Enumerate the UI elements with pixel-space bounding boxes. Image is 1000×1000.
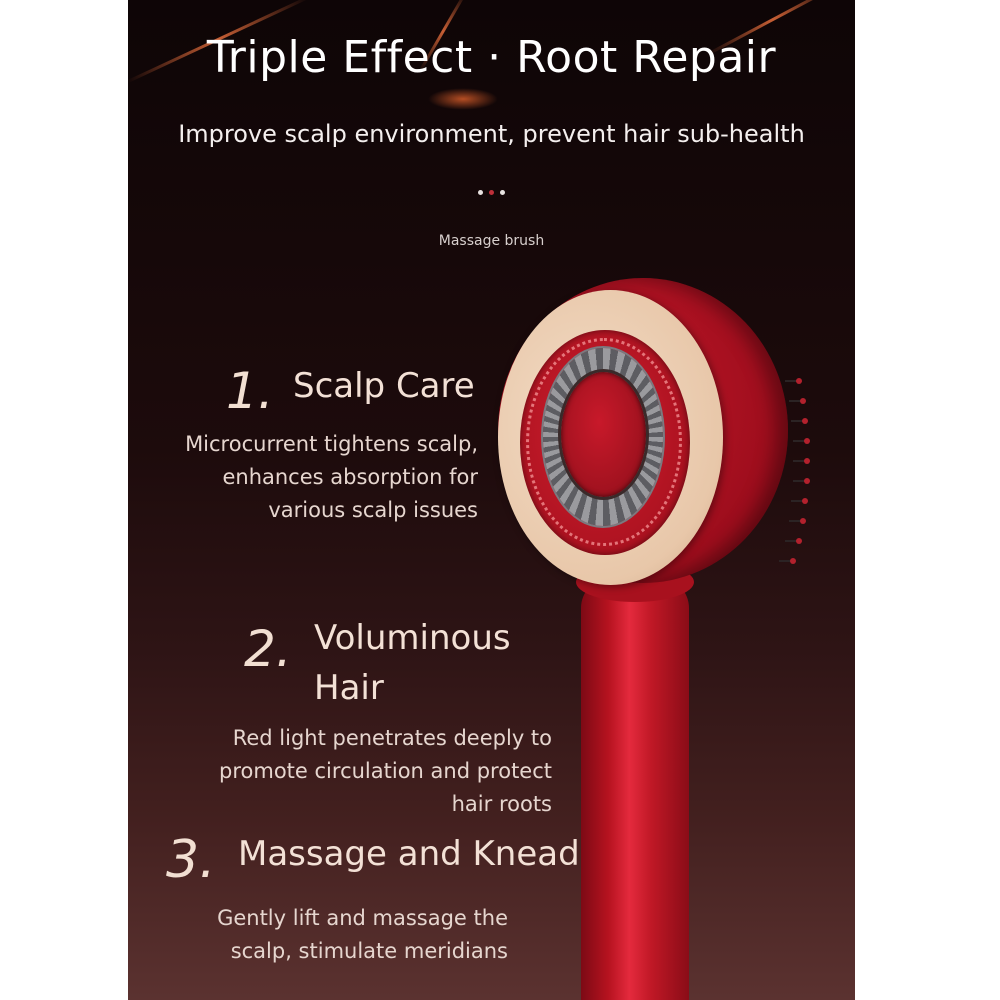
brush-handle	[581, 578, 689, 1000]
description-line: promote circulation and protect	[219, 759, 552, 783]
feature-title: Voluminous Hair	[314, 613, 511, 713]
carousel-dot-1[interactable]	[478, 190, 483, 195]
feature-number: 1.	[226, 362, 274, 420]
description-line: hair roots	[451, 792, 552, 816]
carousel-dot-3[interactable]	[500, 190, 505, 195]
description-line: Gently lift and massage the	[217, 906, 508, 930]
decorative-glow	[428, 88, 498, 110]
description-line: enhances absorption for	[222, 465, 478, 489]
title-line: Hair	[314, 668, 384, 708]
description-line: Red light penetrates deeply to	[232, 726, 552, 750]
brush-center-disc	[561, 372, 646, 497]
feature-number: 2.	[244, 620, 292, 678]
feature-description: Gently lift and massage the scalp, stimu…	[158, 902, 508, 968]
carousel-dot-2-active[interactable]	[489, 190, 494, 195]
brush-bristles	[779, 370, 813, 580]
feature-number: 3.	[166, 830, 216, 890]
product-banner: Triple Effect · Root Repair Improve scal…	[128, 0, 855, 1000]
feature-title: Massage and Knead	[238, 834, 580, 874]
carousel-indicator[interactable]	[128, 190, 855, 195]
description-line: various scalp issues	[268, 498, 478, 522]
led-dots-ring	[526, 338, 682, 546]
page-title: Triple Effect · Root Repair	[206, 32, 777, 83]
description-line: scalp, stimulate meridians	[230, 939, 508, 963]
page-subtitle: Improve scalp environment, prevent hair …	[178, 120, 805, 148]
feature-description: Red light penetrates deeply to promote c…	[158, 722, 552, 821]
description-line: Microcurrent tightens scalp,	[185, 432, 478, 456]
feature-title: Scalp Care	[293, 366, 475, 406]
feature-description: Microcurrent tightens scalp, enhances ab…	[128, 428, 478, 527]
title-line: Voluminous	[314, 618, 511, 658]
product-caption: Massage brush	[438, 233, 545, 249]
